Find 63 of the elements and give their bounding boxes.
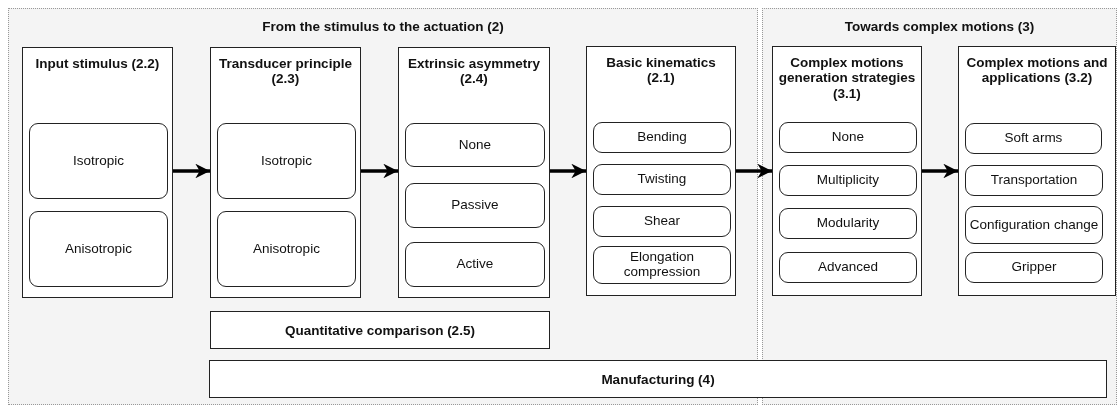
option-box — [217, 211, 356, 287]
option-label: Active — [456, 257, 494, 272]
topic-box — [210, 311, 550, 349]
category-box — [958, 46, 1116, 296]
option-label: Bending — [637, 130, 687, 145]
category-heading: Basic kinematics (2.1) — [605, 55, 717, 86]
section-heading: From the stimulus to the actuation (2) — [261, 19, 505, 35]
option-label: Advanced — [817, 260, 878, 275]
category-box — [22, 47, 173, 298]
option-box — [29, 211, 168, 287]
category-box — [772, 46, 922, 296]
topic-box — [209, 360, 1107, 398]
category-box — [586, 46, 736, 296]
option-box — [29, 123, 168, 199]
option-label: None — [831, 130, 865, 145]
option-label: Anisotropic — [65, 241, 132, 257]
option-box — [593, 164, 731, 195]
option-label: Modularity — [816, 216, 880, 231]
option-label: Elongation compression — [622, 250, 702, 280]
option-label: Gripper — [1011, 260, 1057, 275]
option-label: Configuration change — [969, 217, 1099, 233]
option-label: Multiplicity — [816, 173, 880, 188]
option-label: Isotropic — [73, 153, 124, 169]
option-box — [593, 246, 731, 284]
topic-label: Quantitative comparison (2.5) — [285, 322, 475, 338]
option-label: None — [458, 137, 492, 153]
topic-label: Manufacturing (4) — [601, 371, 715, 387]
category-heading: Transducer principle (2.3) — [218, 56, 353, 87]
option-box — [217, 123, 356, 199]
option-label: Twisting — [637, 172, 687, 187]
arrow — [550, 163, 586, 179]
arrow — [922, 163, 958, 179]
option-label: Shear — [644, 214, 680, 229]
section-panel — [8, 8, 758, 405]
category-heading: Input stimulus (2.2) — [34, 56, 161, 72]
option-box — [779, 122, 917, 153]
option-box — [779, 252, 917, 283]
arrow — [173, 163, 210, 179]
option-label: Transportation — [990, 173, 1078, 188]
option-label: Anisotropic — [253, 241, 320, 257]
option-box — [593, 206, 731, 237]
section-heading: Towards complex motions (3) — [843, 19, 1036, 35]
option-box — [405, 242, 545, 287]
option-box — [405, 123, 545, 167]
option-box — [779, 208, 917, 239]
option-box — [405, 183, 545, 228]
option-label: Soft arms — [1004, 131, 1063, 146]
category-heading: Extrinsic asymmetry (2.4) — [406, 56, 542, 87]
category-box — [398, 47, 550, 298]
option-box — [965, 252, 1103, 283]
arrow — [736, 163, 772, 179]
category-box — [210, 47, 361, 298]
option-label: Isotropic — [261, 153, 312, 169]
category-heading: Complex motions generation strategies (3.1) — [777, 55, 917, 101]
option-box — [965, 165, 1103, 196]
option-box — [965, 206, 1103, 244]
option-box — [593, 122, 731, 153]
section-panel — [762, 8, 1117, 405]
category-heading: Complex motions and applications (3.2) — [965, 55, 1109, 86]
arrow — [361, 163, 398, 179]
option-box — [779, 165, 917, 196]
option-label: Passive — [451, 198, 499, 213]
option-box — [965, 123, 1102, 154]
